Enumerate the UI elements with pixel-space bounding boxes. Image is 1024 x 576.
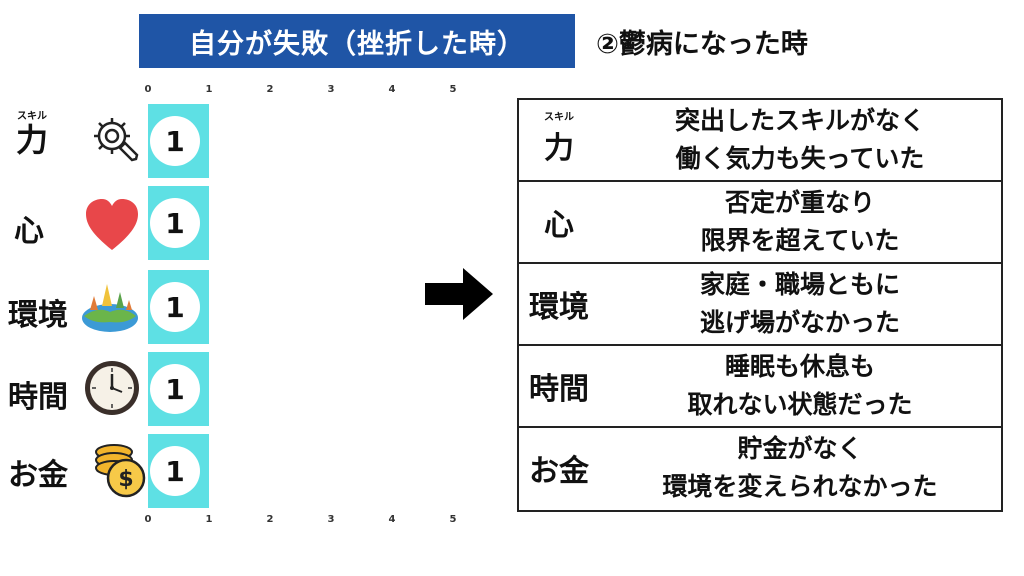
right-arrow-icon	[425, 268, 493, 320]
row-label-skill: スキル 力	[16, 111, 49, 159]
table-row-line2: 取れない状態だった	[687, 390, 913, 419]
bar-value-label: 1	[150, 116, 200, 166]
table-row-label-text: 力	[544, 131, 574, 166]
table-row-line1: 貯金がなく	[737, 434, 863, 463]
wall-clock-icon	[85, 361, 139, 415]
table-row-label: 環境	[529, 290, 589, 325]
bar-value-label: 1	[150, 446, 200, 496]
x-tick-label: 5	[449, 514, 457, 525]
bar-value-label: 1	[150, 364, 200, 414]
row-label-ruby: スキル	[17, 111, 47, 122]
table-row: スキル 力 突出したスキルがなく 働く気力も失っていた	[519, 100, 1001, 182]
table-row-label: お金	[529, 454, 589, 489]
table-row: 心 否定が重なり 限界を超えていた	[519, 182, 1001, 264]
table-row-line1: 否定が重なり	[724, 188, 875, 217]
table-row-line1: 家庭・職場ともに	[699, 270, 900, 299]
table-row: お金 貯金がなく 環境を変えられなかった	[519, 428, 1001, 510]
row-label-environment: 環境	[8, 298, 68, 333]
row-label-heart: 心	[14, 214, 44, 249]
table-row: 環境 家庭・職場ともに 逃げ場がなかった	[519, 264, 1001, 346]
bar-value-label: 1	[150, 198, 200, 248]
gear-wrench-icon	[94, 118, 139, 162]
table-row-line1: 突出したスキルがなく	[674, 106, 925, 135]
earth-landscape-icon	[82, 284, 138, 332]
row-label-money: お金	[8, 458, 68, 493]
table-row-line2: 環境を変えられなかった	[662, 472, 938, 501]
summary-table: スキル 力 突出したスキルがなく 働く気力も失っていた 心 否定が重なり 限界を…	[517, 98, 1003, 512]
x-tick-label: 4	[388, 84, 396, 95]
table-row-line2: 働く気力も失っていた	[675, 144, 925, 173]
x-tick-label: 1	[205, 84, 213, 95]
table-row-text: 貯金がなく 環境を変えられなかった	[599, 428, 1001, 508]
table-row-line2: 限界を超えていた	[700, 226, 900, 255]
bar-value-label: 1	[150, 282, 200, 332]
x-tick-label: 4	[388, 514, 396, 525]
x-tick-label: 5	[449, 84, 457, 95]
x-tick-label: 2	[266, 84, 274, 95]
x-tick-label: 1	[205, 514, 213, 525]
table-row-label: 心	[544, 208, 574, 243]
row-label-text: 力	[16, 121, 49, 159]
table-row-line1: 睡眠も休息も	[724, 352, 875, 381]
x-tick-label: 2	[266, 514, 274, 525]
table-row: 時間 睡眠も休息も 取れない状態だった	[519, 346, 1001, 428]
table-row-text: 睡眠も休息も 取れない状態だった	[599, 346, 1001, 426]
page-title: 自分が失敗（挫折した時）	[139, 14, 575, 68]
page-subtitle: ②鬱病になった時	[596, 28, 808, 60]
x-tick-label: 0	[144, 84, 152, 95]
table-row-label: スキル 力	[519, 100, 599, 180]
table-row-text: 否定が重なり 限界を超えていた	[599, 182, 1001, 262]
x-tick-label: 3	[327, 514, 335, 525]
x-tick-label: 0	[144, 514, 152, 525]
svg-text:$: $	[118, 467, 133, 492]
table-row-text: 家庭・職場ともに 逃げ場がなかった	[599, 264, 1001, 344]
coins-icon: $	[95, 444, 146, 498]
x-tick-label: 3	[327, 84, 335, 95]
table-row-line2: 逃げ場がなかった	[699, 308, 900, 337]
row-label-time: 時間	[8, 380, 68, 415]
table-row-ruby: スキル	[544, 112, 574, 123]
table-row-label: 時間	[529, 372, 589, 407]
table-row-text: 突出したスキルがなく 働く気力も失っていた	[599, 100, 1001, 180]
heart-icon	[86, 199, 138, 250]
